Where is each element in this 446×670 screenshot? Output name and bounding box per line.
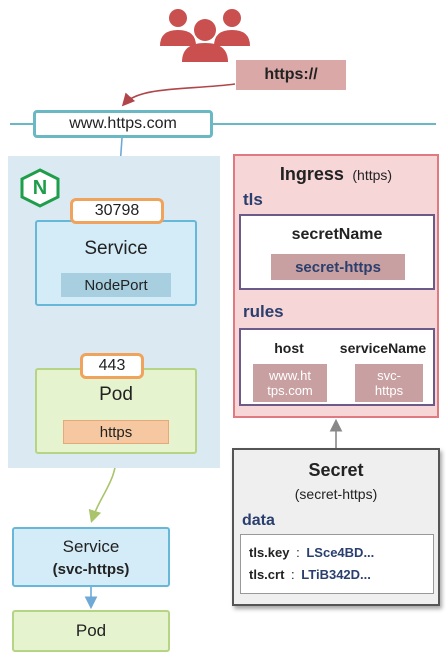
nodeport-type-tag: NodePort — [61, 273, 171, 297]
service-name-value-line-2: https — [374, 383, 404, 398]
tls-section-label: tls — [243, 190, 263, 209]
pod-container-tag: https — [63, 420, 169, 444]
service-title: Service — [84, 238, 148, 259]
domain-box: www.https.com — [33, 110, 213, 138]
ingress-title: Ingress — [279, 164, 344, 184]
tls-crt-separator: : — [291, 567, 295, 582]
svc-https-title: Service — [62, 537, 120, 556]
bottom-pod-title: Pod — [75, 621, 107, 640]
nodeport-number-badge: 30798 — [70, 198, 164, 224]
users-to-domain-arrow — [121, 83, 236, 107]
secret-data-label: data — [242, 512, 275, 529]
pod-port-number: 443 — [98, 357, 126, 374]
secret-title: Secret — [308, 460, 364, 480]
secret-panel: Secret (secret-https) data tls.key : LSc… — [232, 448, 440, 606]
tls-crt-value: LTiB342D... — [301, 567, 371, 582]
rules-section-label: rules — [243, 302, 284, 321]
pod-box: Pod https — [35, 368, 197, 454]
host-value-line-1: www.ht — [269, 368, 311, 383]
secret-subtitle: (secret-https) — [294, 486, 378, 502]
service-box: Service NodePort — [35, 220, 197, 306]
svc-https-box: Service (svc-https) — [12, 527, 170, 587]
tls-key-value: LSce4BD... — [306, 545, 375, 560]
service-name-label: serviceName — [339, 340, 427, 356]
tls-key-separator: : — [296, 545, 300, 560]
host-value-line-2: tps.com — [267, 383, 313, 398]
domain-label: www.https.com — [69, 115, 177, 132]
bottom-pod-box: Pod — [12, 610, 170, 652]
host-value: www.ht tps.com — [253, 364, 327, 402]
ingress-title-suffix: (https) — [352, 167, 393, 183]
pod-port-badge: 443 — [80, 353, 144, 379]
service-name-value-line-1: svc- — [377, 368, 401, 383]
rules-box: host serviceName www.ht tps.com svc- htt… — [239, 328, 435, 406]
host-label: host — [274, 340, 304, 356]
secret-row-crt: tls.crt : LTiB342D... — [249, 567, 371, 582]
nginx-logo-letter: N — [32, 176, 48, 199]
tls-key-label: tls.key — [249, 545, 290, 560]
secret-name-label: secretName — [291, 226, 383, 243]
nodeport-number: 30798 — [94, 202, 140, 219]
tls-crt-label: tls.crt — [249, 567, 285, 582]
ingress-heading: Ingress (https) — [235, 164, 437, 185]
service-name-value: svc- https — [355, 364, 423, 402]
secret-data-box: tls.key : LSce4BD... tls.crt : LTiB342D.… — [240, 534, 434, 594]
secret-row-key: tls.key : LSce4BD... — [249, 545, 374, 560]
nginx-logo-icon: N — [18, 168, 62, 208]
pod-title: Pod — [99, 384, 133, 405]
ingress-panel: Ingress (https) tls secretName secret-ht… — [233, 154, 439, 418]
users-group-icon — [160, 9, 250, 62]
protocol-tag: https:// — [236, 60, 346, 90]
protocol-tag-label: https:// — [264, 66, 318, 83]
tls-box: secretName secret-https — [239, 214, 435, 290]
secret-name-value: secret-https — [271, 254, 405, 280]
svc-https-name: (svc-https) — [52, 561, 130, 578]
